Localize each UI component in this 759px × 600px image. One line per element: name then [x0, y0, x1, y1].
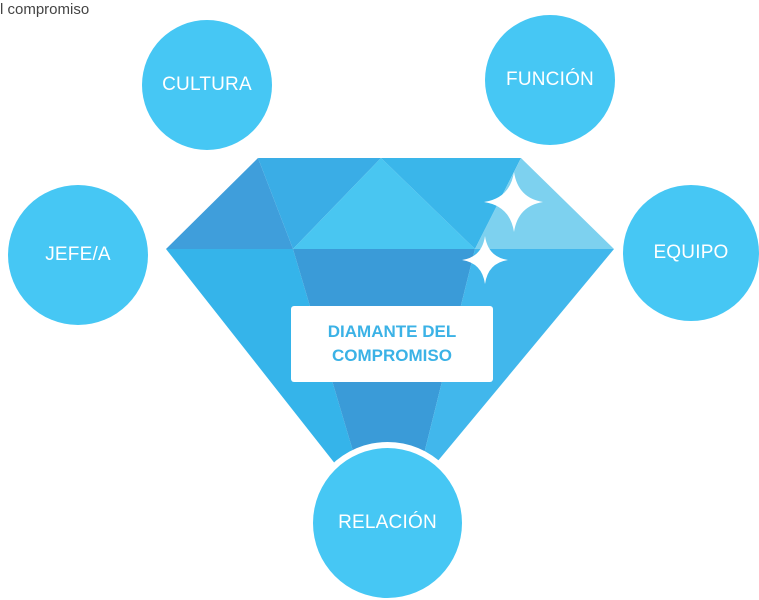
node-relacion: RELACIÓN — [307, 442, 468, 600]
diamond-crown-right-top — [381, 158, 521, 249]
diamond-pavilion-right — [420, 249, 614, 470]
center-label-box: DIAMANTE DEL COMPROMISO — [291, 306, 493, 382]
node-equipo-label: EQUIPO — [653, 242, 729, 263]
node-jefe-label: JEFE/A — [45, 244, 111, 265]
node-funcion: FUNCIÓN — [485, 15, 615, 145]
node-jefe: JEFE/A — [8, 185, 148, 325]
node-cultura-label: CULTURA — [162, 74, 252, 95]
sparkle-small — [462, 236, 508, 284]
page-title: l compromiso — [0, 1, 90, 18]
diamond-pavilion-left — [166, 249, 358, 470]
diamond-crown-left-top — [258, 158, 381, 249]
node-funcion-label: FUNCIÓN — [506, 69, 594, 90]
diamond-crown-center — [293, 158, 475, 249]
diamond-crown-right — [475, 158, 614, 249]
node-equipo: EQUIPO — [623, 185, 759, 321]
node-cultura: CULTURA — [142, 20, 272, 150]
diamond-crown-left — [166, 158, 293, 249]
center-label-line2: COMPROMISO — [332, 346, 452, 365]
node-relacion-label: RELACIÓN — [338, 512, 437, 533]
center-label-line1: DIAMANTE DEL — [327, 322, 457, 341]
sparkle-large — [484, 172, 543, 232]
